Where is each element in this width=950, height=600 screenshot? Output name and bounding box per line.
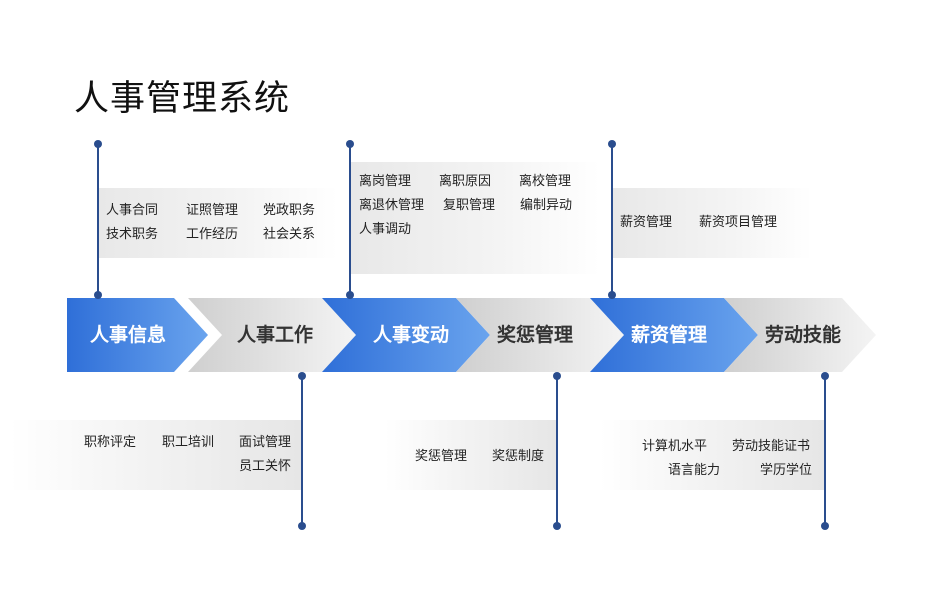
detail-box-skill: 计算机水平 劳动技能证书 语言能力 学历学位 bbox=[600, 420, 825, 490]
detail-item: 面试管理 bbox=[239, 435, 292, 450]
stage-label-1: 人事信息 bbox=[89, 324, 166, 346]
connector-dot bbox=[608, 140, 616, 148]
detail-box-change: 离岗管理 离职原因 离校管理 离退休管理 复职管理 编制异动 人事调动 bbox=[350, 162, 600, 274]
detail-box-work: 职称评定 职工培训 面试管理 员工关怀 bbox=[10, 420, 302, 490]
detail-item: 离退休管理 bbox=[359, 198, 425, 213]
connector-line bbox=[301, 376, 303, 527]
detail-item: 社会关系 bbox=[263, 227, 316, 242]
detail-item: 离校管理 bbox=[519, 174, 572, 189]
detail-item: 员工关怀 bbox=[239, 459, 292, 474]
page-title: 人事管理系统 bbox=[74, 79, 291, 119]
detail-item: 人事调动 bbox=[359, 222, 412, 237]
detail-item: 人事合同 bbox=[106, 203, 159, 218]
detail-item: 语言能力 bbox=[668, 463, 721, 478]
stage-arrow-6 bbox=[724, 298, 876, 372]
stage-label-3: 人事变动 bbox=[372, 324, 449, 346]
connector-dot bbox=[298, 372, 306, 380]
detail-item: 职称评定 bbox=[84, 435, 137, 450]
detail-item: 学历学位 bbox=[760, 463, 813, 478]
stage-arrow-5 bbox=[590, 298, 758, 372]
detail-item: 证照管理 bbox=[186, 203, 239, 218]
detail-item: 劳动技能证书 bbox=[732, 439, 811, 454]
connector-dot bbox=[553, 522, 561, 530]
connector-dot bbox=[346, 140, 354, 148]
connector-dot bbox=[298, 522, 306, 530]
detail-item: 薪资管理 bbox=[620, 215, 673, 230]
stage-label-2: 人事工作 bbox=[236, 324, 313, 346]
connector-line bbox=[556, 376, 558, 527]
detail-item: 编制异动 bbox=[520, 198, 573, 213]
detail-box-salary: 薪资管理 薪资项目管理 bbox=[612, 188, 812, 258]
connector-line bbox=[611, 144, 613, 295]
stage-label-4: 奖惩管理 bbox=[496, 324, 573, 346]
detail-box-info: 人事合同 证照管理 党政职务 技术职务 工作经历 社会关系 bbox=[98, 188, 338, 258]
stage-arrow-3 bbox=[322, 298, 490, 372]
detail-item: 薪资项目管理 bbox=[699, 215, 778, 230]
detail-item: 复职管理 bbox=[443, 198, 496, 213]
connector-dot bbox=[94, 140, 102, 148]
stage-label-6: 劳动技能 bbox=[764, 324, 841, 346]
stage-label-5: 薪资管理 bbox=[630, 324, 707, 346]
connector-dot bbox=[553, 372, 561, 380]
detail-box-reward: 奖惩管理 奖惩制度 bbox=[385, 420, 557, 490]
detail-item: 技术职务 bbox=[106, 227, 159, 242]
connector-dot bbox=[608, 291, 616, 299]
detail-item: 计算机水平 bbox=[642, 439, 708, 454]
connector-dot bbox=[821, 372, 829, 380]
connector-line bbox=[97, 144, 99, 295]
connector-dot bbox=[346, 291, 354, 299]
connector-line bbox=[349, 144, 351, 295]
detail-item: 奖惩制度 bbox=[492, 449, 545, 464]
stage-arrow-4 bbox=[456, 298, 624, 372]
detail-item: 党政职务 bbox=[263, 203, 316, 218]
detail-item: 离职原因 bbox=[439, 174, 492, 189]
connector-dot bbox=[821, 522, 829, 530]
stage-arrow-2 bbox=[188, 298, 356, 372]
connector-dot bbox=[94, 291, 102, 299]
detail-item: 职工培训 bbox=[162, 435, 215, 450]
stage-arrow-1 bbox=[67, 298, 208, 372]
detail-item: 工作经历 bbox=[186, 227, 239, 242]
detail-item: 奖惩管理 bbox=[415, 449, 468, 464]
connector-line bbox=[824, 376, 826, 527]
detail-item: 离岗管理 bbox=[359, 174, 412, 189]
